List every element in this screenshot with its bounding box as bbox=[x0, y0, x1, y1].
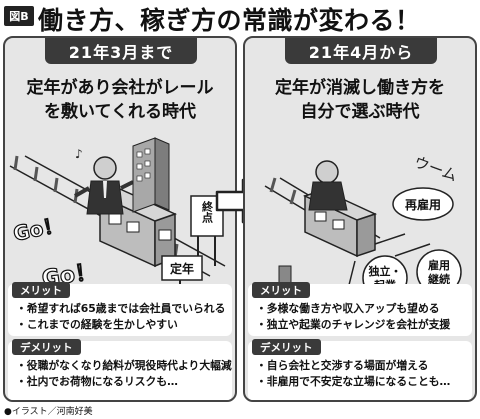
page-title: 働き方、稼ぎ方の常識が変わる！ bbox=[38, 6, 421, 35]
list-item: ・独立や起業のチャレンジを会社が支援 bbox=[256, 318, 451, 331]
demerit-list-before: ・役職がなくなり給料が現役時代より大幅減 ・社内でお荷物になるリスクも… bbox=[16, 358, 232, 390]
continued-employment-label-1: 雇用 bbox=[428, 258, 450, 272]
subtitle-after-line1: 定年が消滅し働き方を bbox=[275, 78, 445, 98]
merit-label-before: メリット bbox=[12, 282, 70, 298]
period-label-before: 21年3月まで bbox=[45, 38, 197, 64]
demerit-list-after: ・自ら会社と交渉する場面が増える ・非雇用で不安定な立場になることも… bbox=[256, 358, 450, 390]
header: 図B 働き方、稼ぎ方の常識が変わる！ bbox=[0, 0, 480, 35]
demerit-label-after: デメリット bbox=[252, 339, 321, 355]
merit-list-after: ・多様な働き方や収入アップも望める ・独立や起業のチャレンジを会社が支援 bbox=[256, 301, 450, 333]
list-item: ・自ら会社と交渉する場面が増える bbox=[256, 359, 429, 372]
merit-box-before: メリット ・希望すれば65歳までは会社員でいられる ・これまでの経験を生かしやす… bbox=[8, 282, 232, 336]
list-item: ・非雇用で不安定な立場になることも… bbox=[256, 375, 451, 388]
subtitle-before-line1: 定年があり会社がレール bbox=[26, 78, 214, 98]
svg-text:♪: ♪ bbox=[75, 147, 83, 161]
illustration-before: ♪ 終点 Go！ Go！ 定年 bbox=[9, 137, 226, 296]
list-item: ・役職がなくなり給料が現役時代より大幅減 bbox=[16, 359, 232, 372]
list-item: ・多様な働き方や収入アップも望める bbox=[256, 302, 440, 315]
demerit-box-after: デメリット ・自ら会社と交渉する場面が増える ・非雇用で不安定な立場になることも… bbox=[248, 339, 472, 400]
thought-text: ウーム bbox=[412, 153, 460, 185]
merit-list-before: ・希望すれば65歳までは会社員でいられる ・これまでの経験を生かしやすい bbox=[16, 301, 225, 333]
period-label-after: 21年4月から bbox=[285, 38, 437, 64]
list-item: ・これまでの経験を生かしやすい bbox=[16, 318, 178, 331]
terminal-sign-label: 終点 bbox=[201, 200, 214, 224]
demerit-box-before: デメリット ・役職がなくなり給料が現役時代より大幅減 ・社内でお荷物になるリスク… bbox=[8, 339, 232, 400]
list-item: ・希望すれば65歳までは会社員でいられる bbox=[16, 302, 226, 315]
merit-box-after: メリット ・多様な働き方や収入アップも望める ・独立や起業のチャレンジを会社が支… bbox=[248, 282, 472, 336]
illustration-credit: ●イラスト／河南好美 bbox=[4, 407, 93, 417]
figure-badge: 図B bbox=[4, 6, 34, 26]
retirement-sign-label: 定年 bbox=[170, 261, 194, 276]
subtitle-after-line2: 自分で選ぶ時代 bbox=[300, 102, 420, 122]
building-icon bbox=[132, 137, 170, 213]
subtitle-before: 定年があり会社がレール を敷いてくれる時代 bbox=[5, 76, 235, 124]
list-item: ・社内でお荷物になるリスクも… bbox=[16, 375, 178, 388]
independence-label-1: 独立・ bbox=[368, 264, 402, 278]
subtitle-after: 定年が消滅し働き方を 自分で選ぶ時代 bbox=[245, 76, 475, 124]
panel-before: 21年3月まで 定年があり会社がレール を敷いてくれる時代 bbox=[3, 36, 237, 402]
subtitle-before-line2: を敷いてくれる時代 bbox=[44, 102, 196, 122]
merit-label-after: メリット bbox=[252, 282, 310, 298]
businessman-icon: ♪ bbox=[74, 147, 134, 215]
rehire-label: 再雇用 bbox=[405, 197, 441, 212]
panel-after: 21年4月から 定年が消滅し働き方を 自分で選ぶ時代 bbox=[243, 36, 477, 402]
continued-employment-label-2: 継続 bbox=[428, 272, 450, 286]
businessman-icon bbox=[308, 160, 348, 211]
go-text-1: Go！ bbox=[11, 212, 65, 246]
demerit-label-before: デメリット bbox=[12, 339, 81, 355]
rehire-bubble-icon bbox=[392, 187, 454, 221]
